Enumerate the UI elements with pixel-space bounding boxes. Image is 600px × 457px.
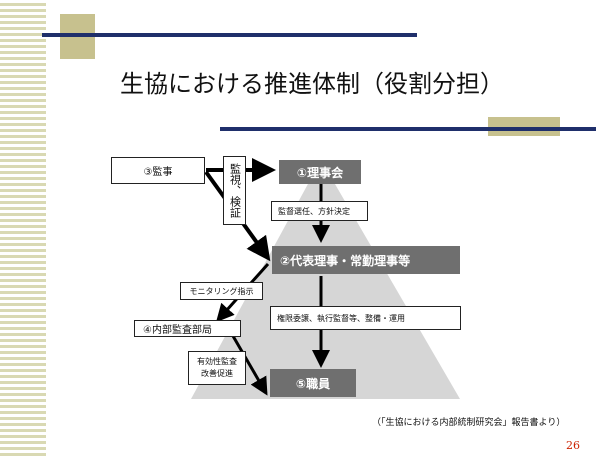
- representative-label: ②代表理事・常勤理事等: [280, 253, 411, 268]
- auditor-label: ③監事: [143, 167, 173, 178]
- delegate-label-box: 権限委譲、執行監督等、整備・運用: [270, 306, 461, 330]
- monitoring-label-box: モニタリング指示: [180, 282, 263, 300]
- delegate-label: 権限委譲、執行監督等、整備・運用: [277, 313, 405, 323]
- pyramid-background: [191, 160, 460, 399]
- board-node: ①理事会: [279, 160, 361, 184]
- staff-label: ⑤職員: [295, 376, 331, 391]
- arrow-internal-audit-to-staff: [231, 335, 268, 396]
- decorative-bar: [42, 33, 417, 37]
- decorative-stripes: [0, 0, 46, 457]
- board-label: ①理事会: [296, 165, 344, 180]
- internal-audit-label: ④内部監査部局: [143, 325, 212, 336]
- staff-node: ⑤職員: [270, 369, 356, 397]
- supervise-label: 監督選任、方針決定: [278, 206, 350, 216]
- monitoring-label: モニタリング指示: [189, 286, 254, 296]
- source-note: （「生協における内部統制研究会」報告書より）: [372, 418, 566, 428]
- effectiveness-label-box: 有効性監査 改善促進: [188, 351, 246, 385]
- decorative-bar: [220, 127, 596, 131]
- decorative-block: [488, 117, 560, 136]
- effectiveness-label: 有効性監査: [197, 357, 237, 366]
- auditor-node: ③監事: [111, 157, 205, 184]
- internal-audit-node: ④内部監査部局: [134, 320, 241, 337]
- slide-title: 生協における推進体制（役割分担）: [120, 70, 504, 98]
- representative-node: ②代表理事・常勤理事等: [272, 246, 460, 274]
- improvement-label: 改善促進: [201, 369, 233, 378]
- page-number: 26: [566, 439, 580, 452]
- monitor-verify-label: 監視、検証: [223, 156, 246, 225]
- supervise-label-box: 監督選任、方針決定: [271, 201, 368, 221]
